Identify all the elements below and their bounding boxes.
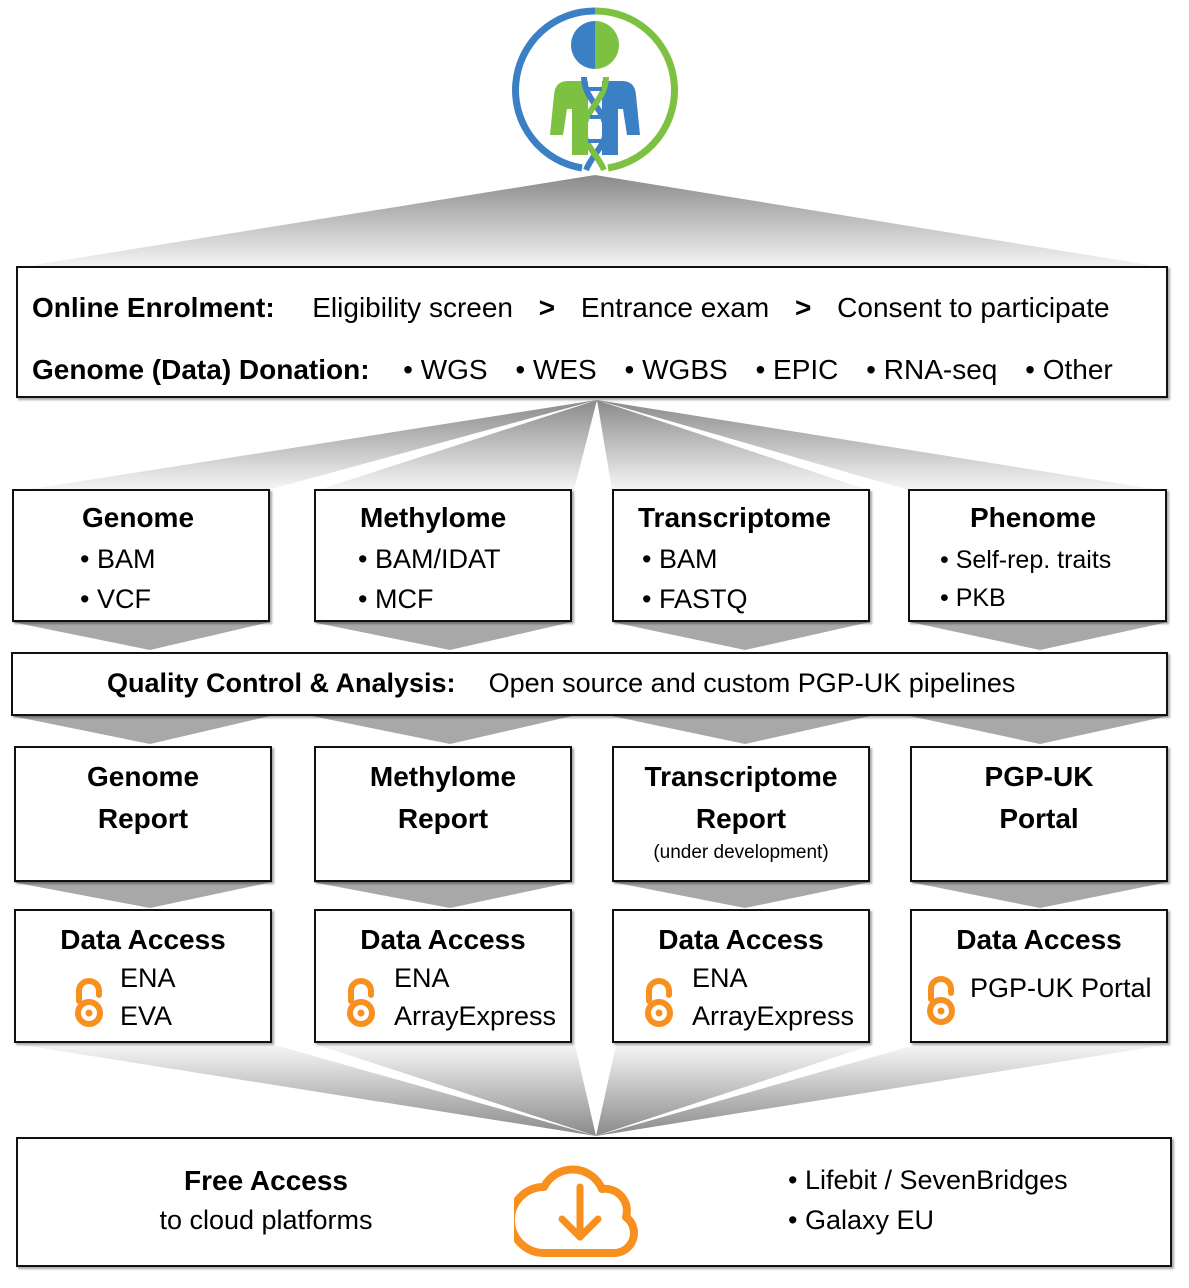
- report-genome: Genome Report: [14, 746, 272, 882]
- report-title-line2: Report: [397, 803, 489, 834]
- data-type-item: • PKB: [940, 584, 1006, 612]
- chevron-qc-methylome: [312, 716, 572, 744]
- qc-text: Open source and custom PGP-UK pipelines: [488, 668, 1016, 698]
- data-access-title: Data Access: [360, 924, 526, 955]
- free-access-subtitle: to cloud platforms: [159, 1205, 373, 1235]
- data-access-title: Data Access: [956, 924, 1122, 955]
- enrolment-label: Online Enrolment:: [32, 292, 275, 323]
- data-type-item: • BAM/IDAT: [358, 544, 501, 574]
- fan-from-access-1: [22, 1045, 596, 1136]
- pgp-uk-logo: [512, 7, 678, 172]
- report-note: (under development): [653, 842, 829, 863]
- data-type-title: Genome: [82, 502, 195, 533]
- data-access-transcriptome: Data Access ENA ArrayExpress: [612, 909, 870, 1043]
- data-access-portal: Data Access PGP-UK Portal: [910, 909, 1168, 1043]
- data-type-item: • VCF: [80, 584, 151, 614]
- fan-to-genome: [25, 400, 597, 490]
- chevron-qc-portal: [910, 716, 1168, 744]
- data-type-item: • FASTQ: [642, 584, 748, 614]
- report-methylome: Methylome Report: [314, 746, 572, 882]
- data-access-genome: Data Access ENA EVA: [14, 909, 272, 1043]
- data-type-title: Phenome: [970, 502, 1097, 533]
- enrolment-row: Online Enrolment: Eligibility screen > E…: [32, 292, 1110, 324]
- donation-item: • WGBS: [624, 354, 728, 385]
- chevron-methylome-qc: [312, 622, 572, 650]
- open-access-lock-icon: [347, 978, 375, 1027]
- data-access-title: Data Access: [658, 924, 824, 955]
- data-type-item: • Self-rep. traits: [940, 546, 1112, 574]
- donation-item: • WES: [515, 354, 597, 385]
- donation-item: • Other: [1025, 354, 1113, 385]
- fan-to-methylome: [318, 400, 597, 490]
- report-title-line1: Transcriptome: [644, 761, 838, 792]
- free-access-box: Free Access to cloud platforms • Lifebit…: [16, 1137, 1172, 1267]
- data-type-item: • BAM: [642, 544, 718, 574]
- data-access-item: ArrayExpress: [394, 1001, 557, 1031]
- data-access-title: Data Access: [60, 924, 226, 955]
- open-access-lock-icon: [645, 978, 673, 1027]
- open-access-lock-icon: [75, 978, 103, 1027]
- chevron-qc-genome: [12, 716, 270, 744]
- data-type-item: • BAM: [80, 544, 156, 574]
- free-access-title: Free Access: [184, 1165, 348, 1196]
- data-type-title: Transcriptome: [638, 502, 831, 533]
- chevron-report-access-4: [910, 882, 1168, 908]
- data-type-title: Methylome: [360, 502, 507, 533]
- chevron-report-access-2: [312, 882, 572, 908]
- cloud-download-icon: [514, 1165, 638, 1257]
- fan-from-access-4: [596, 1045, 1165, 1136]
- qc-row: Quality Control & Analysis: Open source …: [107, 668, 1015, 699]
- qc-box: Quality Control & Analysis: Open source …: [11, 652, 1168, 716]
- enrolment-box: Online Enrolment: Eligibility screen > E…: [16, 266, 1168, 398]
- data-type-item: • MCF: [358, 584, 434, 614]
- report-title-line1: Methylome: [369, 761, 517, 792]
- report-title-line1: PGP-UK: [984, 761, 1094, 792]
- fan-from-access-2: [318, 1045, 596, 1136]
- donation-item: • RNA-seq: [866, 354, 998, 385]
- enrolment-step-consent: Consent to participate: [837, 292, 1110, 323]
- step-separator: >: [795, 292, 812, 323]
- data-access-item: ArrayExpress: [692, 1001, 855, 1031]
- enrolment-step-exam: Entrance exam: [580, 292, 770, 323]
- report-portal: PGP-UK Portal: [910, 746, 1168, 882]
- qc-label: Quality Control & Analysis:: [107, 668, 456, 698]
- data-access-methylome: Data Access ENA ArrayExpress: [314, 909, 572, 1043]
- data-access-item: ENA: [692, 963, 748, 993]
- report-transcriptome: Transcriptome Report (under development): [612, 746, 870, 882]
- data-access-item: ENA: [394, 963, 450, 993]
- donation-item: • EPIC: [755, 354, 839, 385]
- chevron-report-access-3: [612, 882, 870, 908]
- chevron-report-access-1: [12, 882, 272, 908]
- chevron-genome-qc: [12, 622, 270, 650]
- data-type-phenome: Phenome • Self-rep. traits • PKB: [908, 489, 1167, 622]
- fan-to-phenome: [597, 400, 1160, 490]
- enrolment-step-eligibility: Eligibility screen: [312, 292, 513, 323]
- report-title-line2: Report: [695, 803, 787, 834]
- chevron-phenome-qc: [910, 622, 1168, 650]
- chevron-qc-transcriptome: [612, 716, 870, 744]
- report-title-line1: Genome: [86, 761, 200, 792]
- cloud-platform-item: • Lifebit / SevenBridges: [788, 1165, 1068, 1195]
- open-access-lock-icon: [927, 976, 955, 1025]
- data-access-item: PGP-UK Portal: [970, 973, 1152, 1003]
- report-title-line2: Report: [97, 803, 189, 834]
- data-type-transcriptome: Transcriptome • BAM • FASTQ: [612, 489, 870, 622]
- donation-row: Genome (Data) Donation: • WGS • WES • WG…: [32, 354, 1113, 386]
- data-access-item: EVA: [120, 1001, 173, 1031]
- data-type-genome: Genome • BAM • VCF: [12, 489, 270, 622]
- fan-logo-to-enrolment: [15, 175, 1168, 268]
- cloud-platform-item: • Galaxy EU: [788, 1205, 934, 1235]
- fan-to-transcriptome: [597, 400, 868, 490]
- data-access-item: ENA: [120, 963, 176, 993]
- donation-item: • WGS: [403, 354, 488, 385]
- data-type-methylome: Methylome • BAM/IDAT • MCF: [314, 489, 572, 622]
- chevron-transcriptome-qc: [612, 622, 870, 650]
- donation-label: Genome (Data) Donation:: [32, 354, 370, 385]
- report-title-line2: Portal: [999, 803, 1079, 834]
- step-separator: >: [538, 292, 556, 323]
- fan-from-access-3: [596, 1045, 872, 1136]
